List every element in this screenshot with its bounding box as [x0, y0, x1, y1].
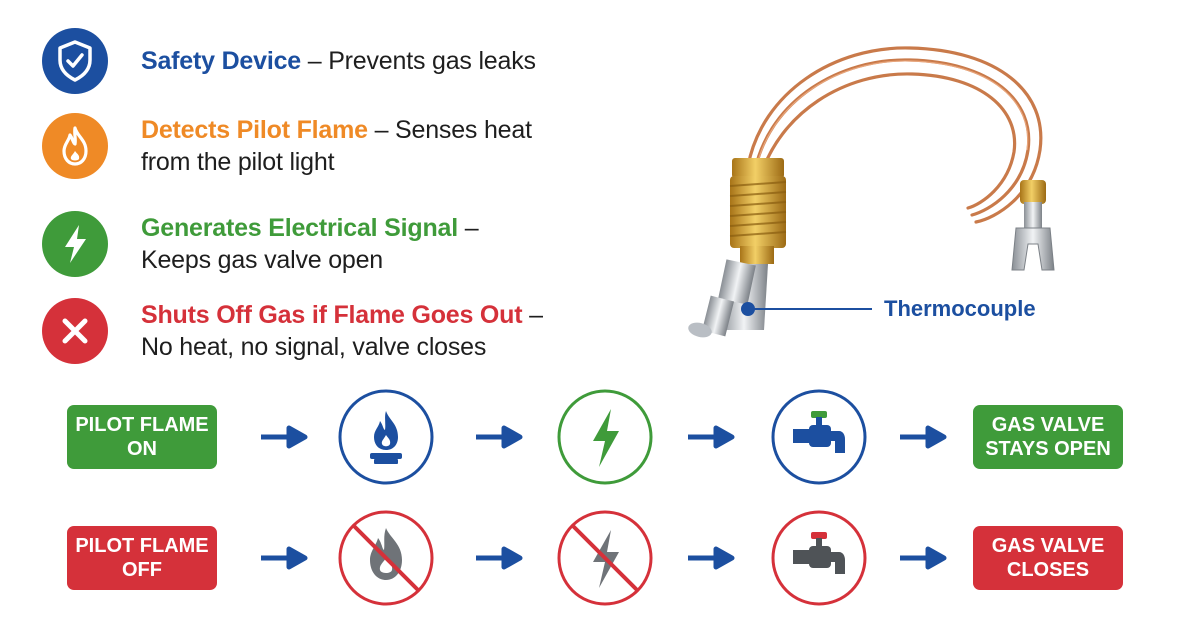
pilot-flame-off-box: PILOT FLAME OFF [67, 526, 217, 590]
feature-text: Generates Electrical Signal – Keeps gas … [141, 212, 531, 276]
feature-text: Safety Device – Prevents gas leaks [141, 45, 536, 77]
feature-text: Shuts Off Gas if Flame Goes Out – No hea… [141, 299, 561, 363]
arrow-right-icon [688, 425, 735, 449]
feature-shuts-off-gas: Shuts Off Gas if Flame Goes Out – No hea… [42, 298, 561, 364]
feature-title: Generates Electrical Signal [141, 214, 458, 242]
feature-detects-pilot-flame: Detects Pilot Flame – Senses heat from t… [42, 113, 571, 179]
feature-title: Detects Pilot Flame [141, 116, 368, 144]
flow-row-flame-on: PILOT FLAME ON GAS VALVE STAYS OPEN [0, 387, 1200, 487]
arrow-right-icon [261, 546, 308, 570]
feature-desc: – Keeps gas valve open [141, 214, 479, 274]
gas-valve-open-icon [771, 389, 867, 485]
pilot-flame-on-box: PILOT FLAME ON [67, 405, 217, 469]
flame-icon [62, 126, 88, 166]
feature-generates-signal: Generates Electrical Signal – Keeps gas … [42, 211, 531, 277]
arrow-right-icon [261, 425, 308, 449]
arrow-right-icon [476, 425, 523, 449]
feature-desc: – Prevents gas leaks [301, 47, 536, 75]
signal-badge [42, 211, 108, 277]
shield-check-icon [58, 40, 92, 82]
thermocouple-illustration [688, 46, 1055, 338]
flame-badge [42, 113, 108, 179]
gas-valve-closed-icon [771, 510, 867, 606]
feature-safety-device: Safety Device – Prevents gas leaks [42, 28, 536, 94]
no-flame-icon [338, 510, 434, 606]
arrow-right-icon [476, 546, 523, 570]
x-icon [62, 318, 88, 344]
arrow-right-icon [688, 546, 735, 570]
arrow-right-icon [900, 546, 947, 570]
burner-flame-icon [338, 389, 434, 485]
no-signal-icon [557, 510, 653, 606]
electric-signal-icon [557, 389, 653, 485]
feature-text: Detects Pilot Flame – Senses heat from t… [141, 114, 571, 178]
arrow-right-icon [900, 425, 947, 449]
feature-title: Safety Device [141, 47, 301, 75]
flow-row-flame-off: PILOT FLAME OFF GAS VALVE CLOSES [0, 508, 1200, 608]
gas-valve-stays-open-box: GAS VALVE STAYS OPEN [973, 405, 1123, 469]
feature-desc: – No heat, no signal, valve closes [141, 301, 543, 361]
feature-title: Shuts Off Gas if Flame Goes Out [141, 301, 523, 329]
callout-dot [741, 302, 755, 316]
feature-desc: – Senses heat from the pilot light [141, 116, 532, 176]
callout-line [748, 308, 872, 310]
shutoff-badge [42, 298, 108, 364]
gas-valve-closes-box: GAS VALVE CLOSES [973, 526, 1123, 590]
safety-badge [42, 28, 108, 94]
lightning-bolt-icon [65, 225, 86, 263]
thermocouple-label: Thermocouple [884, 296, 1036, 321]
